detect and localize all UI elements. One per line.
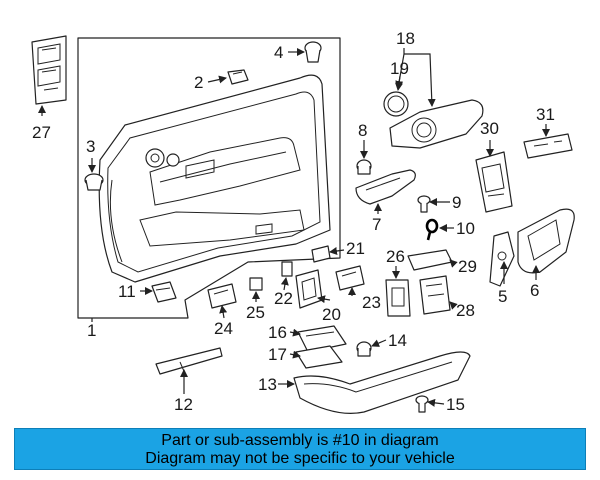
banner-line-2: Diagram may not be specific to your vehi… <box>145 450 455 467</box>
push-pin-part-3 <box>84 173 104 191</box>
callout-2: 2 <box>194 73 203 92</box>
info-banner: Part or sub-assembly is #10 in diagram D… <box>14 428 586 470</box>
callout-13: 13 <box>258 375 277 394</box>
callout-15: 15 <box>446 395 465 414</box>
banner-line-1: Part or sub-assembly is #10 in diagram <box>161 432 439 449</box>
window-switch-part-27 <box>31 35 67 105</box>
switch-part-26 <box>385 279 411 317</box>
trim-part-29 <box>407 249 453 271</box>
callout-17: 17 <box>268 345 287 364</box>
switch-part-28 <box>419 275 451 315</box>
bezel-part-24 <box>207 283 237 309</box>
callout-12: 12 <box>174 395 193 414</box>
callout-1: 1 <box>87 321 96 340</box>
switch-part-11 <box>151 281 177 303</box>
clip-part-22 <box>281 261 293 277</box>
trim-part-16 <box>297 325 347 353</box>
trim-part-23 <box>335 265 365 291</box>
callout-21: 21 <box>346 239 365 258</box>
screw-part-15 <box>415 395 429 413</box>
seat-switch-part-30 <box>475 151 513 213</box>
callout-8: 8 <box>358 121 367 140</box>
callout-11: 11 <box>118 282 136 301</box>
handle-carrier-part-6 <box>517 208 575 274</box>
clip-part-21 <box>311 245 331 263</box>
callout-23: 23 <box>362 293 381 312</box>
callout-19: 19 <box>390 59 409 78</box>
clip-part-2 <box>227 69 249 85</box>
trim-part-17 <box>295 345 343 369</box>
callout-5: 5 <box>498 287 507 306</box>
bracket-part-5 <box>489 231 515 287</box>
switch-trim-part-31 <box>523 133 573 159</box>
callout-25: 25 <box>246 303 265 322</box>
callout-labels: 1 2 3 4 5 6 7 8 9 10 11 12 13 14 15 16 1… <box>32 29 555 414</box>
armrest-part-13 <box>293 351 471 414</box>
callout-29: 29 <box>458 257 477 276</box>
callout-10: 10 <box>456 219 475 238</box>
clip-part-25 <box>249 277 263 291</box>
clip-part-14 <box>356 341 372 357</box>
callout-20: 20 <box>322 305 341 324</box>
callout-27: 27 <box>32 123 51 142</box>
callout-6: 6 <box>530 281 539 300</box>
cover-part-19 <box>383 91 409 117</box>
callout-4: 4 <box>274 43 283 62</box>
speaker-grille-part-18 <box>389 99 484 149</box>
callout-24: 24 <box>214 319 233 338</box>
retainer-part-8 <box>356 159 372 175</box>
handle-bezel-part-7 <box>355 169 416 205</box>
grommet-part-4 <box>304 41 322 63</box>
clip-part-10 <box>425 218 439 241</box>
callout-14: 14 <box>388 331 407 350</box>
callout-3: 3 <box>86 137 95 156</box>
door-panel-assembly <box>77 37 341 319</box>
handle-part-20 <box>295 269 323 309</box>
callout-7: 7 <box>372 215 381 234</box>
callout-16: 16 <box>268 323 287 342</box>
screw-part-9 <box>417 195 431 213</box>
callout-30: 30 <box>480 119 499 138</box>
callout-9: 9 <box>452 193 461 212</box>
callout-22: 22 <box>274 289 293 308</box>
callout-28: 28 <box>456 301 475 320</box>
callout-31: 31 <box>536 105 555 124</box>
leader-lines <box>38 48 550 407</box>
bracket-part-12 <box>155 347 223 377</box>
callout-26: 26 <box>386 247 405 266</box>
callout-18: 18 <box>396 29 415 48</box>
